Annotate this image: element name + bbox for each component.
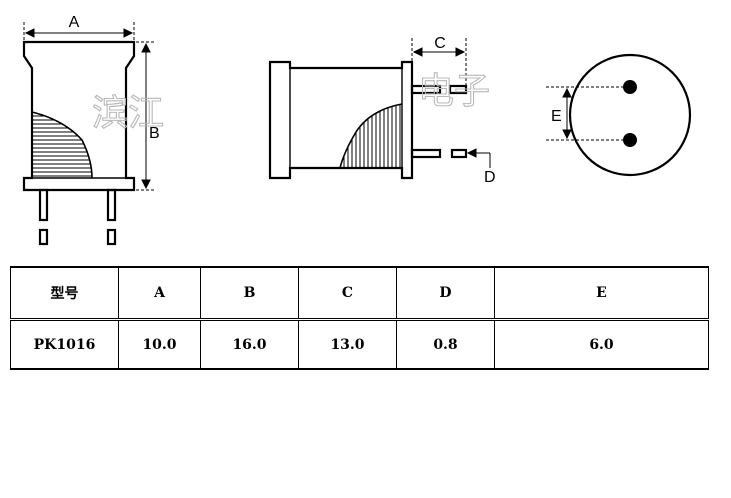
header-cell-c: C (298, 266, 397, 321)
header-cell-d: D (396, 266, 495, 321)
header-cell-a: A (118, 266, 201, 321)
dimension-label-b: B (149, 125, 160, 142)
cell-c: 13.0 (298, 319, 397, 370)
cell-e: 6.0 (494, 319, 709, 370)
dimension-a (23, 22, 135, 40)
front-view-lead-left (38, 188, 49, 222)
cell-model: PK1016 (10, 319, 119, 370)
front-view-lead-right-tip (106, 228, 117, 246)
side-view-pin-top (410, 84, 442, 95)
front-view-winding-hatch (32, 115, 92, 177)
side-view-pin-top-tip (448, 84, 468, 95)
front-view-lead-left-tip (38, 228, 49, 246)
header-cell-b: B (200, 266, 299, 321)
front-view (22, 40, 136, 246)
header-cell-model: 型号 (10, 266, 119, 321)
dimension-table: 型号 A B C D E PK1016 10.0 16.0 13.0 0.8 6… (10, 266, 709, 370)
dimension-d (466, 148, 491, 168)
front-view-body (22, 40, 136, 192)
side-view-body (268, 60, 414, 180)
bottom-view-pin-bottom (623, 133, 637, 147)
side-view-winding-hatch (340, 104, 401, 168)
inductor-dimension-drawing: A B C (22, 14, 692, 246)
bottom-view (568, 53, 692, 177)
dimension-b (136, 41, 156, 191)
watermark-right: 电子 (418, 71, 490, 112)
dimension-e (546, 86, 623, 141)
cell-d: 0.8 (396, 319, 495, 370)
side-view (268, 60, 468, 180)
dimension-label-a: A (69, 14, 80, 31)
bottom-view-outline (568, 53, 692, 177)
front-view-lead-right (106, 188, 117, 222)
dimension-label-d: D (484, 169, 496, 186)
side-view-pin-bottom (410, 148, 442, 159)
header-cell-e: E (494, 266, 709, 321)
bottom-view-pin-top (623, 80, 637, 94)
watermark-left: 滨江 (92, 93, 164, 134)
table-row: PK1016 10.0 16.0 13.0 0.8 6.0 (10, 319, 709, 370)
dimension-c (411, 38, 467, 86)
cell-b: 16.0 (200, 319, 299, 370)
table-header-row: 型号 A B C D E (10, 266, 709, 321)
cell-a: 10.0 (118, 319, 201, 370)
dimension-label-c: C (434, 35, 446, 52)
dimension-label-e: E (551, 108, 562, 125)
side-view-pin-bottom-tip (450, 148, 468, 159)
